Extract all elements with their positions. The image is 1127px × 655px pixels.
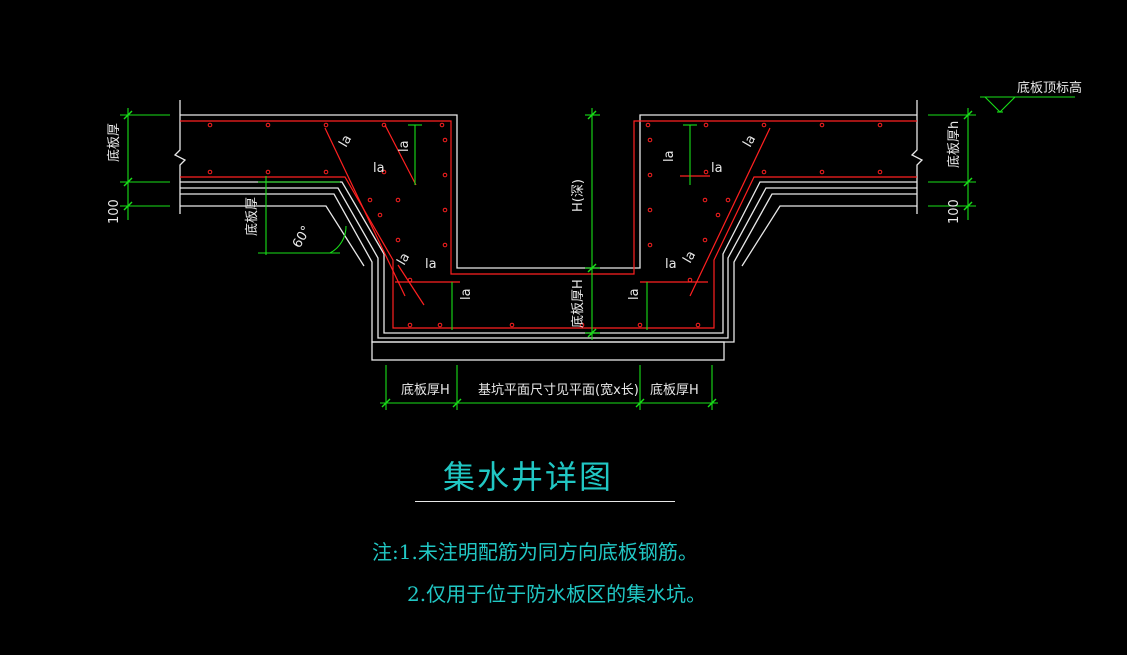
- note-line-1: 注:1.未注明配筋为同方向底板钢筋。: [372, 540, 698, 564]
- anchor-label: la: [711, 161, 723, 176]
- rebar-dot: [442, 137, 448, 143]
- title-underline: [415, 501, 675, 502]
- rebar-dot: [265, 122, 271, 128]
- anchor-label: la: [394, 250, 413, 268]
- right-slab-thickness-label: 底板厚h: [946, 121, 962, 168]
- rebar-dot: [687, 277, 693, 283]
- inner-slab-thickness-label: 底板厚: [244, 197, 260, 236]
- anchor-label: la: [397, 140, 412, 152]
- drawing-labels: 底板厚 100 底板厚h 100 底板厚 H(深) 底板厚H 底板顶标高 60°…: [106, 80, 1082, 398]
- anchor-label: la: [680, 248, 699, 266]
- dimension-lines: [120, 96, 1075, 410]
- rebar-dot: [647, 137, 653, 143]
- rebar-dot: [702, 197, 708, 203]
- rebar-dot: [509, 322, 515, 328]
- rebar-dot: [703, 169, 709, 175]
- dimension-ticks: [123, 110, 973, 408]
- rebar-dot: [761, 169, 767, 175]
- rebar-dot: [819, 122, 825, 128]
- rebar-dot: [437, 322, 443, 328]
- rebar-dot: [407, 277, 413, 283]
- rebar-dot: [442, 172, 448, 178]
- rebar-dot: [439, 122, 445, 128]
- rebar-dot: [395, 197, 401, 203]
- rebar-dot: [695, 322, 701, 328]
- bottom-right-thickness-label: 底板厚H: [650, 382, 699, 398]
- rebar-dot: [367, 197, 373, 203]
- rebar-dot: [725, 197, 731, 203]
- rebar-dot: [395, 237, 401, 243]
- rebar-dot: [702, 237, 708, 243]
- bottom-left-thickness-label: 底板厚H: [401, 382, 450, 398]
- rebar-dot: [407, 322, 413, 328]
- rebar-dot: [377, 212, 383, 218]
- anchor-label: la: [459, 288, 474, 300]
- rebar-dot: [819, 169, 825, 175]
- rebar-dot: [207, 169, 213, 175]
- top-elevation-label: 底板顶标高: [1017, 80, 1082, 96]
- rebar-dot: [442, 207, 448, 213]
- left-slab-thickness-label: 底板厚: [106, 123, 122, 162]
- rebar-dot: [381, 169, 387, 175]
- anchor-label: la: [425, 257, 437, 272]
- rebar-dot: [647, 207, 653, 213]
- rebar-dot: [381, 122, 387, 128]
- left-100-label: 100: [107, 199, 122, 224]
- rebar-dot: [877, 122, 883, 128]
- rebar-dot: [877, 169, 883, 175]
- rebar-dots: [207, 122, 883, 328]
- anchor-label: la: [336, 132, 355, 150]
- pit-slab-thickness-label: 底板厚H: [570, 279, 586, 328]
- rebar-dot: [645, 122, 651, 128]
- anchor-label: la: [740, 132, 759, 150]
- rebar-dot: [579, 322, 585, 328]
- rebar-dot: [703, 122, 709, 128]
- pit-plan-size-label: 基坑平面尺寸见平面(宽x长): [478, 382, 639, 398]
- rebar-dot: [323, 169, 329, 175]
- rebar-dot: [323, 122, 329, 128]
- rebar-dot: [647, 242, 653, 248]
- angle-label: 60°: [290, 223, 315, 250]
- rebar-dot: [647, 172, 653, 178]
- rebar-dot: [265, 169, 271, 175]
- drawing-title: 集水井详图: [443, 458, 614, 496]
- rebar-dot: [637, 322, 643, 328]
- right-100-label: 100: [947, 199, 962, 224]
- concrete-outline: [173, 100, 924, 361]
- note-line-2: 2.仅用于位于防水板区的集水坑。: [407, 582, 707, 606]
- rebar-lines: [180, 120, 917, 329]
- anchor-label: la: [662, 150, 677, 162]
- anchor-label: la: [627, 288, 642, 300]
- rebar-dot: [207, 122, 213, 128]
- rebar-dot: [442, 242, 448, 248]
- rebar-dot: [715, 212, 721, 218]
- depth-label: H(深): [571, 179, 586, 212]
- anchor-label: la: [373, 161, 385, 176]
- rebar-dot: [761, 122, 767, 128]
- anchor-label: la: [665, 257, 677, 272]
